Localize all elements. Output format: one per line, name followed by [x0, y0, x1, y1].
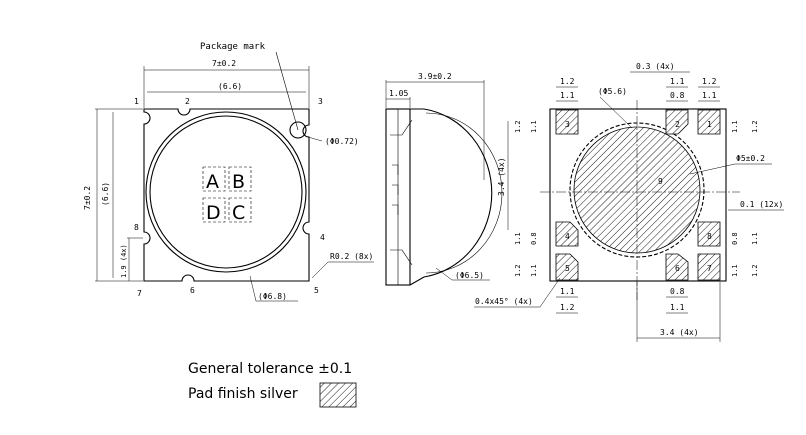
pin-label-6: 6: [190, 286, 195, 295]
fp-dim-top-gap: 0.3 (4x): [636, 62, 675, 71]
fp-dim-b2: 1.1: [670, 77, 685, 86]
fp-dim-b-c2: 0.8: [670, 287, 685, 296]
fp-dim-b-b2: 1.1: [670, 303, 685, 312]
top-view: A B D C 1 2 3 4 5 6 7 8 7±0.2 (6.6) Pack…: [83, 42, 374, 302]
fp-dim-pitch-v: 3.4 (4x): [497, 157, 506, 196]
top-view-outline: [143, 108, 310, 282]
fp-dim-center: Φ5±0.2: [736, 154, 765, 163]
pad-4: [555, 221, 579, 247]
footprint-view: 3 2 1 9 4 8 5 6 7 1.2 1.1 1.1 0.8 1.2 1.…: [474, 62, 784, 342]
fp-pin-9: 9: [658, 177, 663, 186]
pad-finish: Pad finish silver: [188, 386, 298, 402]
fp-dim-tol: 0.1 (12x): [740, 200, 783, 209]
pin-label-4: 4: [320, 233, 325, 242]
fp-pin-8: 8: [707, 232, 712, 241]
fp-dim-r1: 1.1: [731, 120, 739, 133]
fp-dim-chamfer: 0.4x45° (4x): [475, 297, 533, 306]
fp-pin-5: 5: [565, 264, 570, 273]
fp-dim-b1: 1.1: [560, 91, 575, 100]
fp-dim-r5: 1.1: [731, 264, 739, 277]
fp-dim-r4: 1.1: [751, 232, 759, 245]
pin-label-3: 3: [318, 97, 323, 106]
mark-b: B: [232, 171, 245, 193]
pin-label-1: 1: [134, 97, 139, 106]
dim-mark-hole: (Φ0.72): [325, 137, 359, 146]
dim-width-ref: (6.6): [218, 82, 242, 91]
fp-dim-b3: 1.1: [702, 91, 717, 100]
fp-pin-4: 4: [565, 232, 570, 241]
fp-dim-b-b1: 1.1: [560, 287, 575, 296]
lens-outer: [145, 111, 307, 273]
dim-side-base: 1.05: [389, 89, 408, 98]
dim-height-ref: (6.6): [101, 182, 110, 206]
legend: General tolerance ±0.1 Pad finish silver: [188, 361, 357, 408]
hatch-swatch: [319, 382, 357, 408]
fp-dim-a1: 1.2: [560, 77, 575, 86]
pad-2: [665, 109, 689, 135]
fp-pin-1: 1: [707, 120, 712, 129]
side-view: 3.9±0.2 1.05 (Φ6.5): [385, 72, 503, 286]
pin-label-7: 7: [137, 289, 142, 298]
mark-d: D: [206, 202, 221, 224]
side-dome: [409, 108, 493, 286]
pad-8: [697, 221, 721, 247]
fp-dim-r2: 1.2: [751, 120, 759, 133]
fp-dim-r3: 0.8: [731, 232, 739, 245]
package-mark-label: Package mark: [200, 42, 266, 52]
notch-pin1: [143, 111, 151, 125]
fp-dim-l1: 1.2: [514, 120, 522, 133]
fp-pin-6: 6: [675, 264, 680, 273]
pad-5: [555, 253, 579, 281]
dim-height: 7±0.2: [83, 186, 92, 210]
dim-width: 7±0.2: [212, 59, 236, 68]
fp-dim-l6: 1.1: [530, 264, 538, 277]
pin-label-8: 8: [134, 223, 139, 232]
fp-dim-b-a1: 1.2: [560, 303, 575, 312]
fp-dim-c2: 0.8: [670, 91, 685, 100]
fp-dim-pitch-h: 3.4 (4x): [660, 328, 699, 337]
dim-side-lens: (Φ6.5): [455, 271, 484, 280]
general-tolerance: General tolerance ±0.1: [188, 361, 352, 377]
fp-dim-ring: (Φ5.6): [598, 87, 627, 96]
pad-1: [697, 109, 721, 135]
fp-pin-3: 3: [565, 120, 570, 129]
fp-dim-r6: 1.2: [751, 264, 759, 277]
pad-7: [697, 253, 721, 281]
footprint-outline: [549, 108, 727, 282]
pad-3: [555, 109, 579, 135]
fp-pin-2: 2: [675, 120, 680, 129]
pin-label-2: 2: [185, 97, 190, 106]
dim-lens-dia: (Φ6.8): [258, 292, 287, 301]
mark-c: C: [232, 202, 245, 224]
fp-dim-l5: 1.2: [514, 264, 522, 277]
lens-inner: [149, 115, 303, 269]
fp-pin-7: 7: [707, 264, 712, 273]
dim-side-pitch: 1.9 (4x): [120, 244, 128, 278]
dim-side-height: 3.9±0.2: [418, 72, 452, 81]
package-mark-dot: [289, 121, 307, 139]
pad-6: [665, 253, 689, 281]
pin-label-5: 5: [314, 286, 319, 295]
fp-dim-a3: 1.2: [702, 77, 717, 86]
fp-dim-l4: 0.8: [530, 232, 538, 245]
fp-dim-l3: 1.1: [514, 232, 522, 245]
fp-dim-l2: 1.1: [530, 120, 538, 133]
mark-a: A: [206, 171, 219, 193]
dim-corner-radius: R0.2 (8x): [330, 252, 373, 261]
